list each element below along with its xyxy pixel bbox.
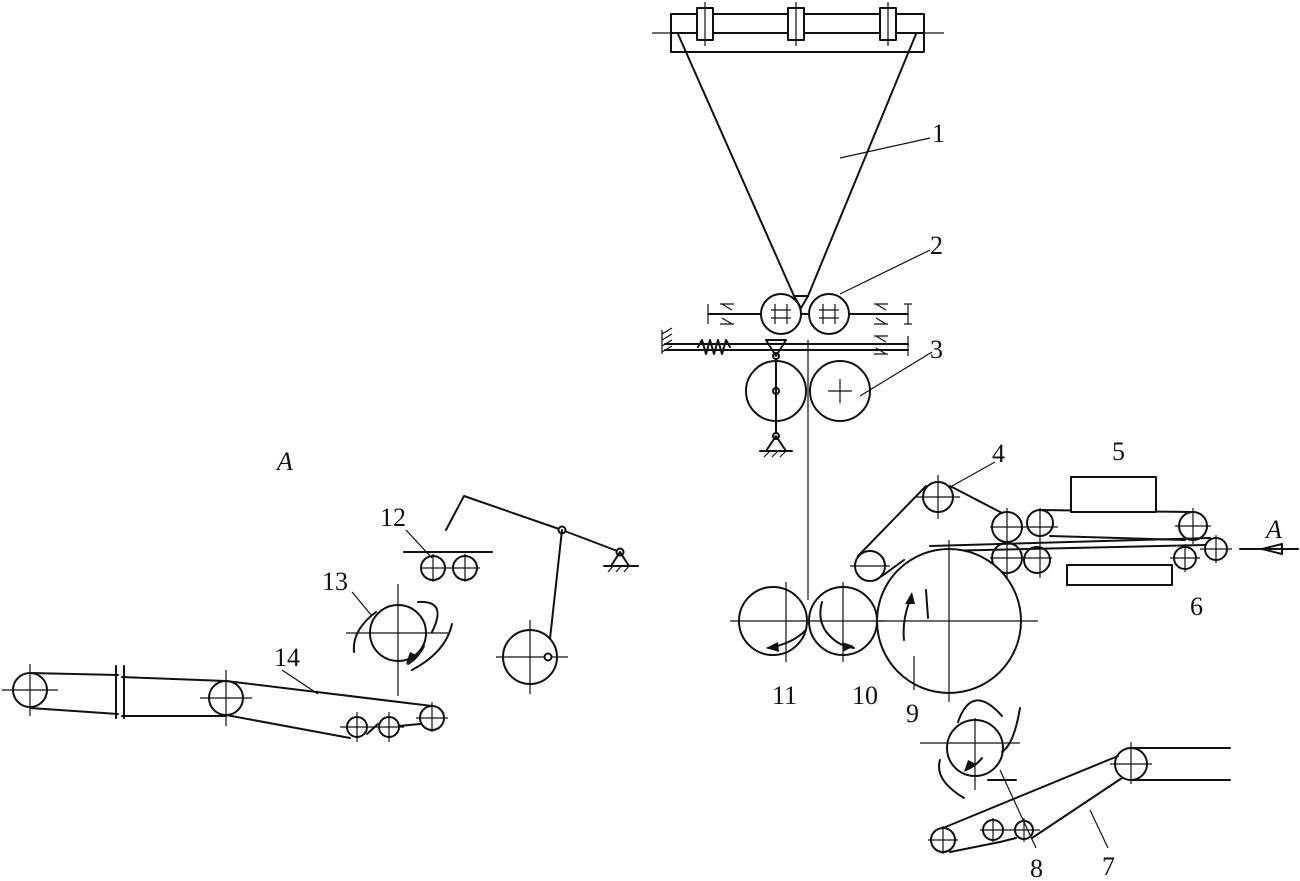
hopper — [652, 2, 944, 297]
label-11: 11 — [772, 681, 797, 710]
label-6: 6 — [1190, 592, 1203, 621]
pressure-rollers — [661, 327, 933, 600]
view-a-assembly — [2, 495, 639, 742]
view-marker-a: A — [1264, 515, 1282, 544]
lower-conveyor — [928, 742, 1231, 854]
part-labels: 1 2 3 4 5 6 7 8 9 10 11 12 13 14 A A — [274, 119, 1282, 881]
label-8: 8 — [1030, 854, 1043, 881]
label-10: 10 — [852, 681, 878, 710]
feed-rollers — [707, 249, 931, 335]
label-2: 2 — [930, 231, 943, 260]
doffer — [920, 699, 1021, 799]
label-12: 12 — [380, 503, 406, 532]
label-9: 9 — [906, 699, 919, 728]
upper-conveyor — [850, 461, 1299, 586]
label-5: 5 — [1112, 437, 1125, 466]
label-14: 14 — [274, 643, 300, 672]
label-4: 4 — [992, 439, 1005, 468]
label-1: 1 — [932, 119, 945, 148]
label-7: 7 — [1102, 852, 1115, 881]
view-label-a: A — [275, 447, 293, 476]
label-3: 3 — [930, 335, 943, 364]
label-13: 13 — [322, 567, 348, 596]
main-rollers — [730, 540, 1038, 702]
